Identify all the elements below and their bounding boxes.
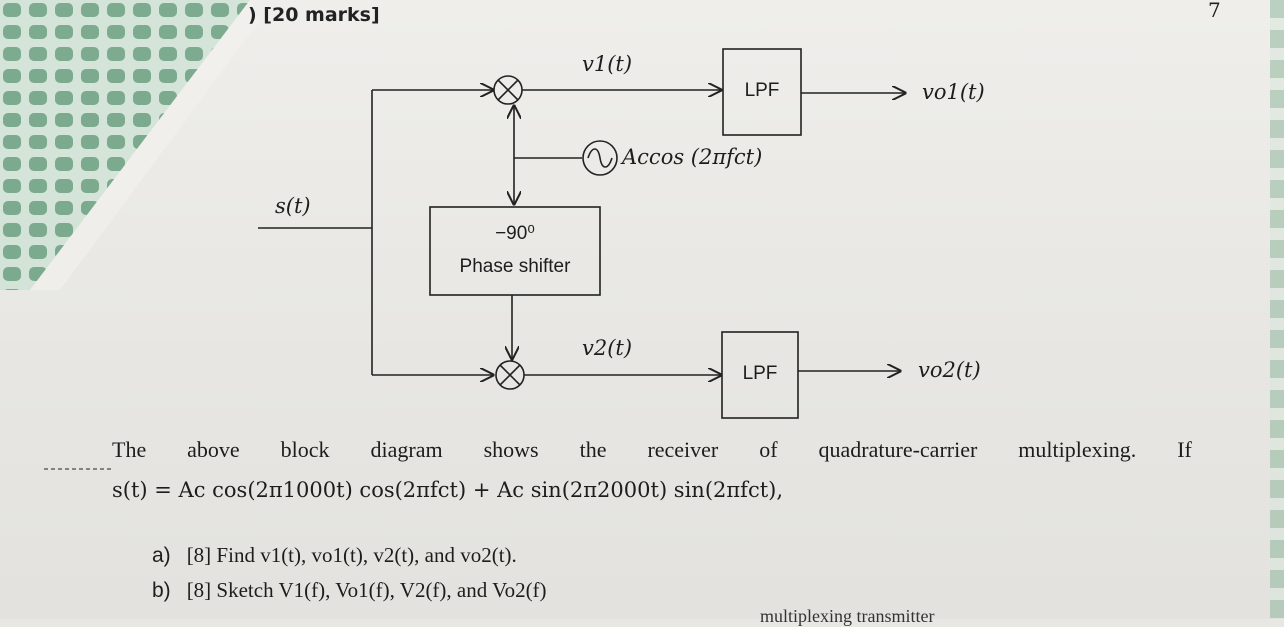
problem-statement: The above block diagram shows the receiv…	[112, 437, 1192, 463]
page-number: 7	[1208, 0, 1221, 22]
phase-shifter-angle: −90⁰	[495, 223, 535, 244]
cutoff-text: multiplexing transmitter	[760, 606, 935, 626]
word: receiver	[647, 437, 719, 462]
lpf-top-label: LPF	[744, 80, 780, 101]
word: quadrature-carrier	[818, 437, 978, 462]
part-b-text: [8] Sketch V1(f), Vo1(f), V2(f), and Vo2…	[186, 578, 547, 602]
lpf-top-box	[722, 48, 802, 136]
part-a-text: [8] Find v1(t), vo1(t), v2(t), and vo2(t…	[186, 543, 517, 567]
word: above	[187, 437, 240, 462]
part-b: b) [8] Sketch V1(f), Vo1(f), V2(f), and V…	[152, 578, 547, 603]
input-label: s(t)	[275, 194, 311, 218]
lpf-bottom-box	[721, 331, 799, 419]
word: multiplexing.	[1018, 437, 1137, 462]
word: If	[1177, 437, 1192, 462]
mixer-bottom	[495, 360, 525, 390]
background-edge	[1270, 0, 1284, 619]
word: block	[280, 437, 330, 462]
phase-shifter-label: Phase shifter	[459, 256, 571, 277]
background-corner	[0, 0, 260, 290]
v2-label: v2(t)	[582, 336, 633, 360]
marks-heading: ) [20 marks]	[248, 4, 380, 26]
phase-shifter-box	[429, 206, 601, 296]
mixer-top	[493, 75, 523, 105]
part-a-label: a)	[152, 544, 171, 567]
oscillator-label: Accos (2πfct)	[622, 145, 763, 169]
output1-label: vo1(t)	[922, 80, 985, 104]
part-a: a) [8] Find v1(t), vo1(t), v2(t), and vo2…	[152, 543, 517, 568]
output2-label: vo2(t)	[918, 358, 981, 382]
word: shows	[483, 437, 539, 462]
word: the	[579, 437, 607, 462]
lpf-bottom-label: LPF	[742, 363, 778, 384]
part-b-label: b)	[152, 579, 171, 602]
v1-label: v1(t)	[582, 52, 633, 76]
word: diagram	[370, 437, 443, 462]
oscillator-symbol	[582, 140, 618, 176]
word: of	[759, 437, 778, 462]
signal-equation: s(t) = Ac cos(2π1000t) cos(2πfct) + Ac s…	[112, 478, 784, 502]
word: The	[112, 437, 147, 462]
